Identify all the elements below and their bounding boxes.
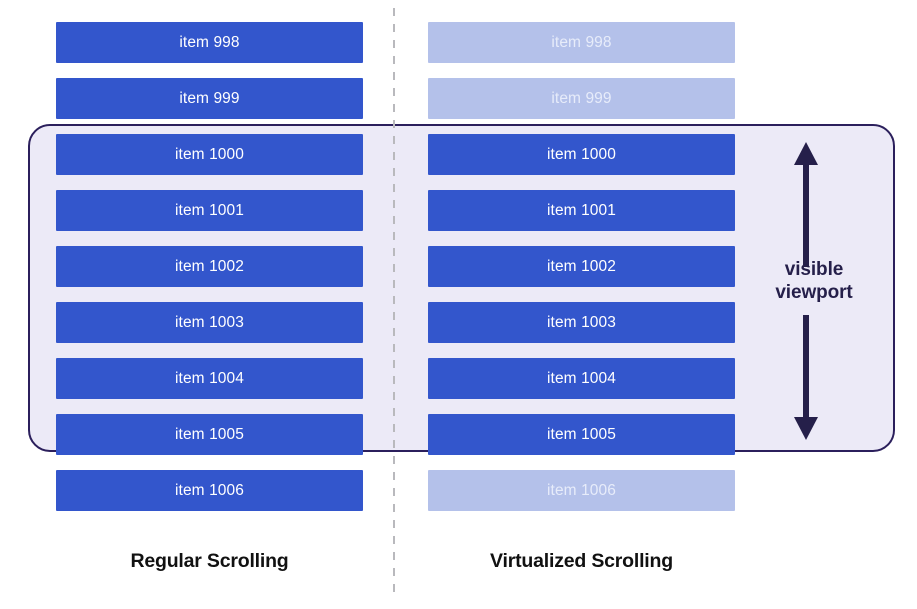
viewport-label-line-1: visible <box>784 259 844 280</box>
regular-scrolling-column: item 998 item 999 item 1000 item 1001 item 1… <box>56 0 363 609</box>
list-item[interactable]: item 1006 <box>56 470 363 511</box>
list-item[interactable]: item 999 <box>56 78 363 119</box>
list-item[interactable]: item 1000 <box>428 134 735 175</box>
list-item[interactable]: item 1005 <box>428 414 735 455</box>
column-divider <box>393 8 395 600</box>
virtualized-scrolling-column: item 998 item 999 item 1000 item 1001 item 1… <box>428 0 735 609</box>
caption-virtualized-scrolling: Virtualized Scrolling <box>490 550 673 572</box>
list-item[interactable]: item 998 <box>428 22 735 63</box>
list-item[interactable]: item 1006 <box>428 470 735 511</box>
visible-viewport-annotation: visible viewport <box>744 130 884 446</box>
list-item[interactable]: item 998 <box>56 22 363 63</box>
list-item[interactable]: item 1004 <box>428 358 735 399</box>
caption-regular-scrolling: Regular Scrolling <box>130 550 289 572</box>
list-item[interactable]: item 1005 <box>56 414 363 455</box>
double-arrow-vertical-icon <box>794 142 818 440</box>
list-item[interactable]: item 1000 <box>56 134 363 175</box>
list-item[interactable]: item 1001 <box>428 190 735 231</box>
list-item[interactable]: item 1001 <box>56 190 363 231</box>
list-item[interactable]: item 1003 <box>56 302 363 343</box>
list-item[interactable]: item 1004 <box>56 358 363 399</box>
viewport-label-line-2: viewport <box>775 282 853 303</box>
list-item[interactable]: item 999 <box>428 78 735 119</box>
list-item[interactable]: item 1003 <box>428 302 735 343</box>
list-item[interactable]: item 1002 <box>428 246 735 287</box>
visible-viewport-label: visible viewport <box>744 258 884 304</box>
list-item[interactable]: item 1002 <box>56 246 363 287</box>
